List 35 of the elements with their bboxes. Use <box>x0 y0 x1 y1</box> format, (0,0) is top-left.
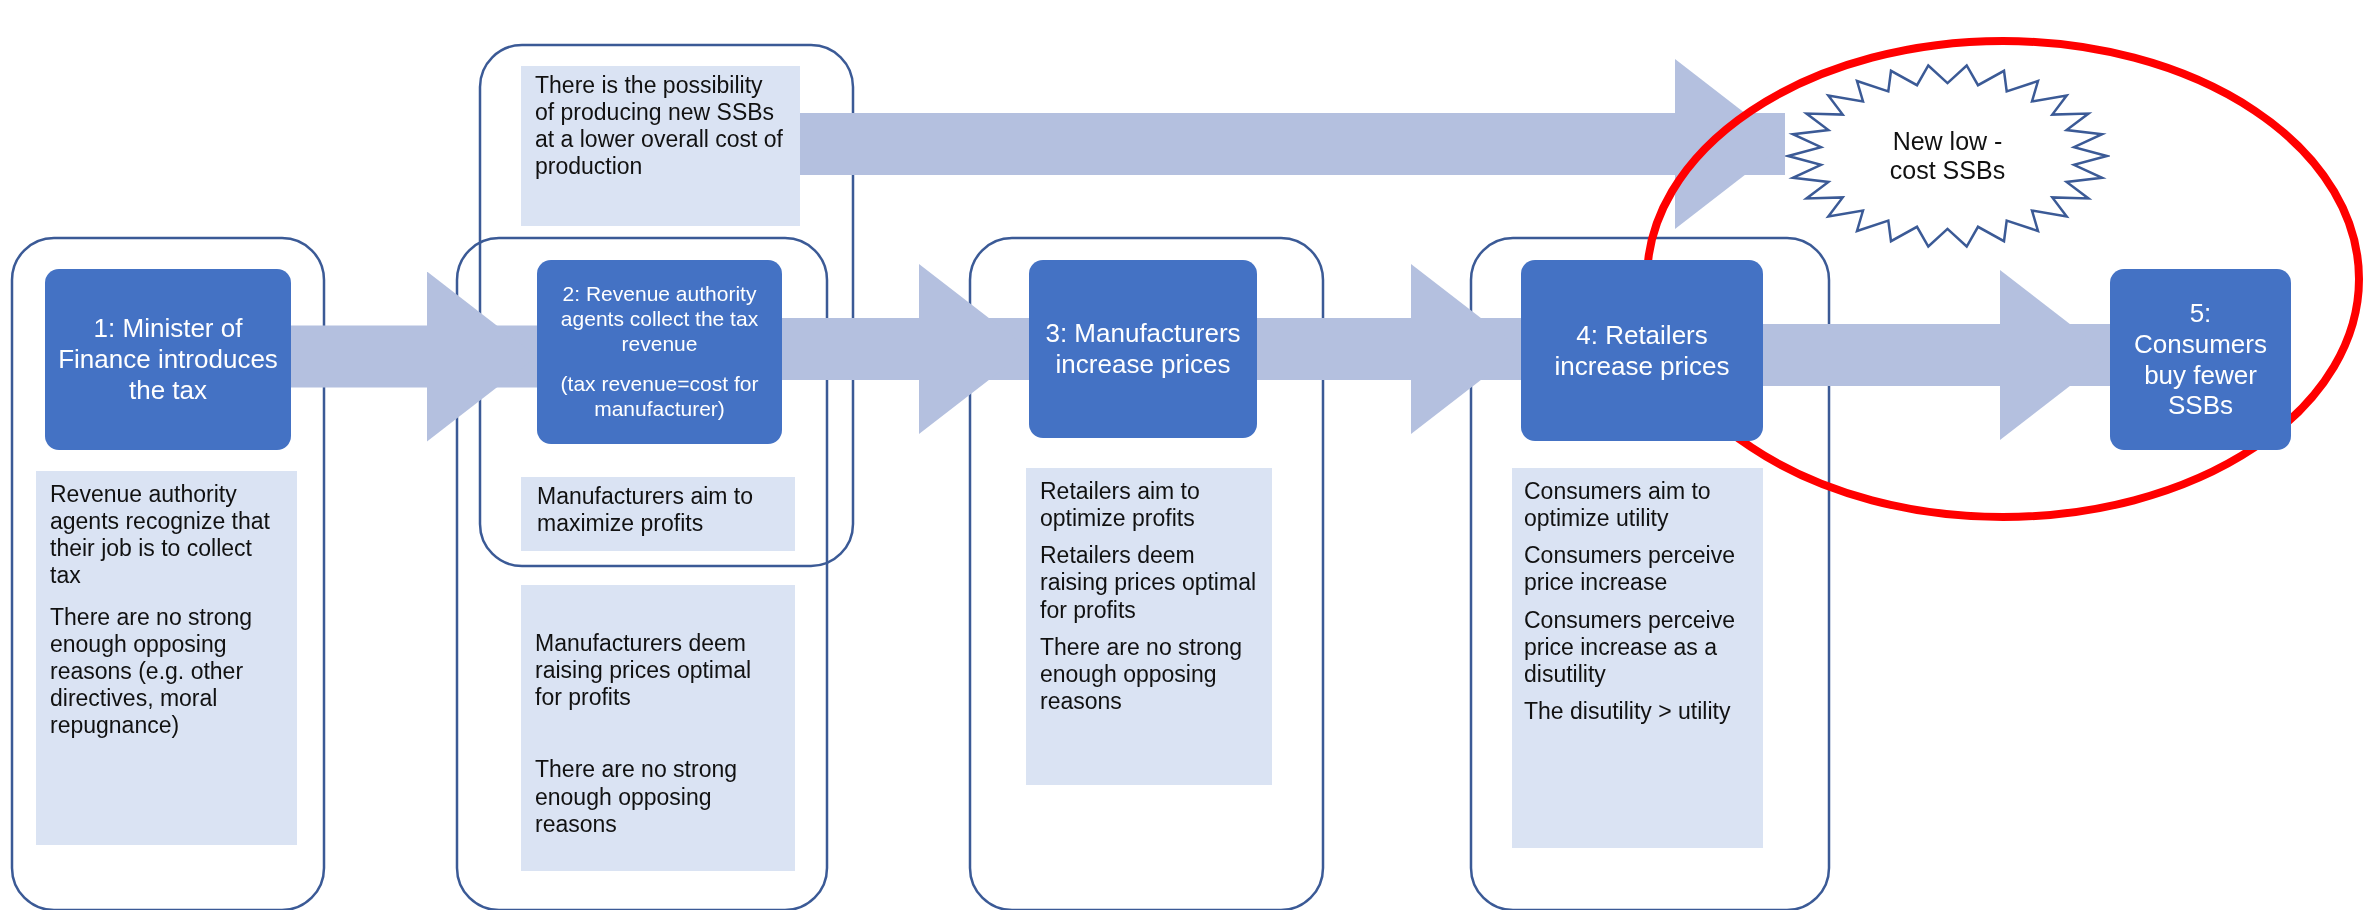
block-arrow <box>800 59 1785 229</box>
note-box <box>521 477 795 551</box>
node-text: Manufacturers deem raising prices optimal for profits <box>535 630 753 712</box>
node-text: There is the possibility of producing new SSBs at a lower overall cost of production <box>535 72 784 181</box>
process-box <box>2110 269 2291 450</box>
block-arrow <box>1763 270 2110 440</box>
node-text: 1: Minister of Finance introduces the tax <box>57 313 279 406</box>
node-text: 4: Retailers increase prices <box>1553 319 1731 382</box>
node-text: Consumers perceive price increase as a disutility <box>1524 606 1736 688</box>
note-box <box>521 585 795 871</box>
node-text: 2: Revenue authority agents collect the tax revenue <box>559 282 760 357</box>
node-text: New low - cost SSBs <box>1888 126 2007 186</box>
block-arrow <box>291 271 537 442</box>
node-text: Retailers deem raising prices optimal for profits <box>1040 542 1258 624</box>
node-text: Retailers aim to optimize profits <box>1040 478 1201 533</box>
note-box <box>1026 468 1272 785</box>
node-text: 3: Manufacturers increase prices <box>1044 318 1242 380</box>
process-box <box>537 260 782 444</box>
node-text: Consumers perceive price increase <box>1524 542 1736 597</box>
starburst-shape <box>1785 63 2110 249</box>
node-text: 5: Consumers buy fewer SSBs <box>2133 298 2268 421</box>
node-text: Consumers aim to optimize utility <box>1524 478 1712 533</box>
node-text: (tax revenue=cost for manufacturer) <box>559 372 760 422</box>
note-box <box>1512 468 1763 848</box>
node-text: There are no strong enough opposing reasons <box>1040 633 1243 715</box>
node-text: Revenue authority agents recognize that their job is to collect tax <box>50 481 271 590</box>
node-text: There are no strong enough opposing reasons <box>535 756 738 838</box>
process-box <box>45 269 291 450</box>
process-box <box>1029 260 1257 438</box>
process-box <box>1521 260 1763 441</box>
node-text: Manufacturers aim to maximize profits <box>537 483 755 538</box>
note-box <box>521 66 800 226</box>
node-text: The disutility > utility <box>1524 697 1732 725</box>
node-text: There are no strong enough opposing reasons (e.g. other directives, moral repugnance) <box>50 603 253 740</box>
note-box <box>36 471 297 845</box>
